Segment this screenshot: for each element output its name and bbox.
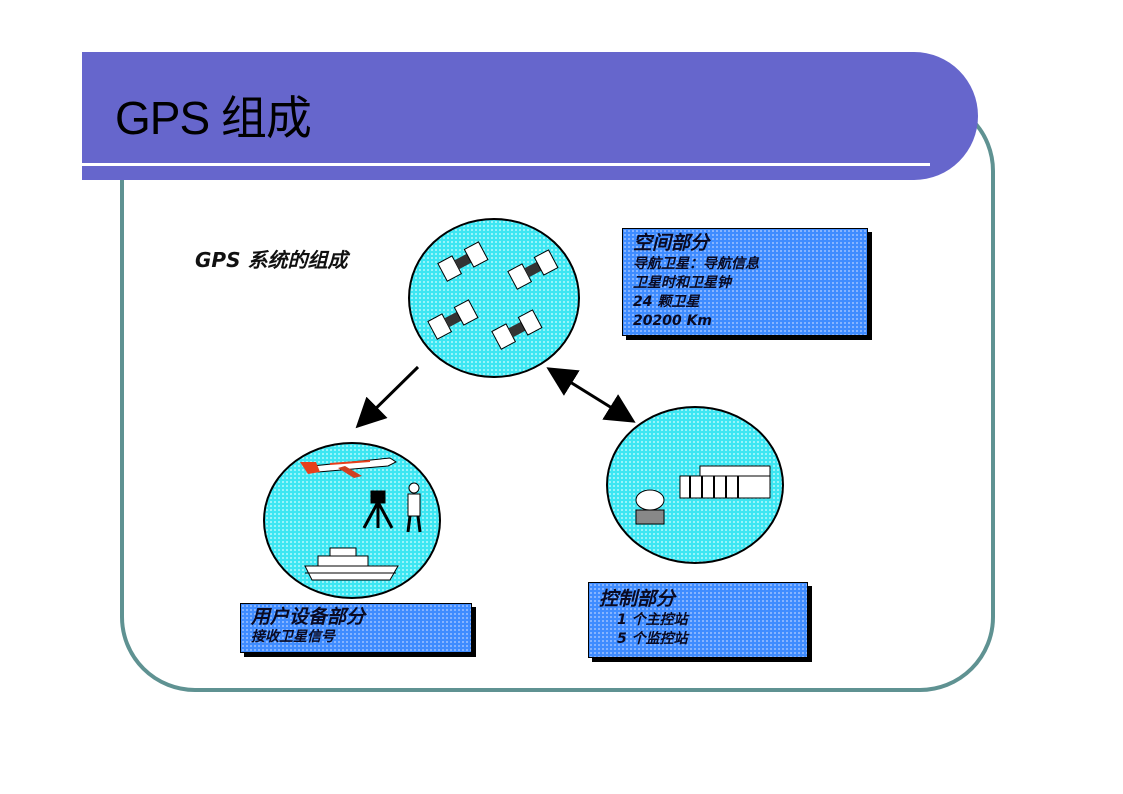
space-segment-line: 导航卫星：导航信息 bbox=[633, 256, 759, 272]
diagram-caption: GPS 系统的组成 bbox=[195, 248, 348, 272]
arrow-space-control-link bbox=[546, 367, 636, 423]
space-segment-heading: 空间部分 bbox=[633, 232, 710, 254]
title-underline bbox=[82, 163, 930, 166]
control-building-icon bbox=[679, 465, 771, 499]
satellite-icon bbox=[427, 299, 479, 340]
space-segment-box: 空间部分 导航卫星：导航信息 卫星时和卫星钟 24 颗卫星 20200 Km bbox=[622, 228, 868, 336]
satellite-icon bbox=[437, 241, 489, 282]
user-segment-line: 接收卫星信号 bbox=[251, 629, 335, 645]
space-segment-circle bbox=[408, 218, 580, 378]
space-segment-line: 24 颗卫星 bbox=[633, 294, 700, 310]
control-segment-line: 5 个监控站 bbox=[617, 631, 688, 647]
title-banner bbox=[82, 52, 978, 180]
control-segment-box: 控制部分 1 个主控站 5 个监控站 bbox=[588, 582, 808, 658]
slide-title: GPS 组成 bbox=[115, 92, 312, 144]
control-segment-circle bbox=[606, 406, 784, 564]
satellite-dish-icon bbox=[635, 489, 665, 525]
space-segment-line: 20200 Km bbox=[633, 313, 713, 329]
user-segment-heading: 用户设备部分 bbox=[251, 606, 366, 628]
arrow-space-to-user bbox=[355, 365, 420, 429]
space-segment-line: 卫星时和卫星钟 bbox=[633, 275, 731, 291]
surveyor-person-icon bbox=[406, 482, 422, 533]
satellite-icon bbox=[491, 309, 543, 350]
airplane-icon bbox=[300, 457, 397, 478]
user-segment-box: 用户设备部分 接收卫星信号 bbox=[240, 603, 472, 653]
ship-icon bbox=[304, 547, 399, 581]
satellite-icon bbox=[507, 249, 559, 290]
control-segment-line: 1 个主控站 bbox=[617, 612, 688, 628]
control-segment-heading: 控制部分 bbox=[599, 588, 676, 610]
survey-tripod-icon bbox=[362, 490, 394, 529]
